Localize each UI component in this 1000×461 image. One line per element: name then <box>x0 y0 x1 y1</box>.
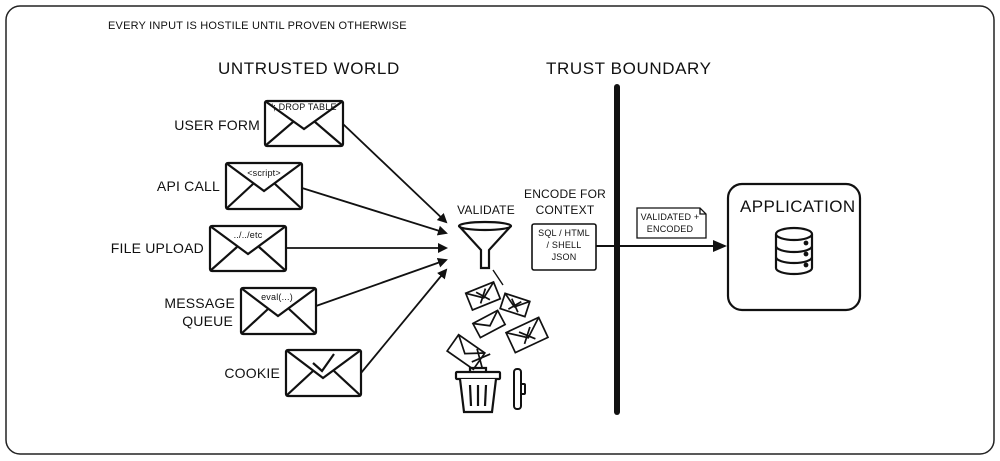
source-label-cookie: COOKIE <box>224 365 280 381</box>
heading-trust-boundary: TRUST BOUNDARY <box>546 59 712 78</box>
encode-box-line2: / SHELL <box>546 240 582 250</box>
trash-can-icon <box>454 366 502 414</box>
heading-untrusted-world: UNTRUSTED WORLD <box>218 59 400 78</box>
input-arrows <box>286 123 448 374</box>
payload-file-upload: ../../etc <box>233 230 263 240</box>
encode-box-line3: JSON <box>551 252 577 262</box>
envelope-icon-file-upload <box>208 224 288 273</box>
tag-line1: VALIDATED + <box>640 212 700 222</box>
application-title: APPLICATION <box>740 197 856 216</box>
source-label-file-upload: FILE UPLOAD <box>110 240 204 256</box>
envelope-icon-api-call <box>224 161 304 211</box>
tagline: EVERY INPUT IS HOSTILE UNTIL PROVEN OTHE… <box>108 20 407 32</box>
source-label-message-queue-line2: QUEUE <box>182 313 233 329</box>
rejected-envelopes <box>445 280 550 371</box>
payload-user-form: '; DROP TABLE <box>271 102 337 112</box>
trash-lid-icon <box>513 368 526 410</box>
envelope-icon-cookie <box>284 348 363 398</box>
encode-title-line2: CONTEXT <box>535 203 595 217</box>
source-label-user-form: USER FORM <box>174 117 260 133</box>
encode-title-line1: ENCODE FOR <box>523 187 606 201</box>
envelope-icon-user-form <box>263 99 345 148</box>
validate-label: VALIDATE <box>457 203 515 217</box>
encode-box-line1: SQL / HTML <box>538 228 590 238</box>
source-label-message-queue-line1: MESSAGE <box>164 295 235 311</box>
database-icon <box>774 226 814 276</box>
tag-line2: ENCODED <box>646 224 694 234</box>
envelope-icon-message-queue <box>239 286 318 336</box>
checkmark-icon <box>312 353 335 373</box>
funnel-drip <box>492 269 504 286</box>
source-label-api-call: API CALL <box>156 178 220 194</box>
payload-api-call: <script> <box>247 168 281 178</box>
payload-message-queue: eval(...) <box>261 292 293 302</box>
funnel-icon <box>457 220 513 270</box>
document-tag-icon <box>636 207 707 239</box>
